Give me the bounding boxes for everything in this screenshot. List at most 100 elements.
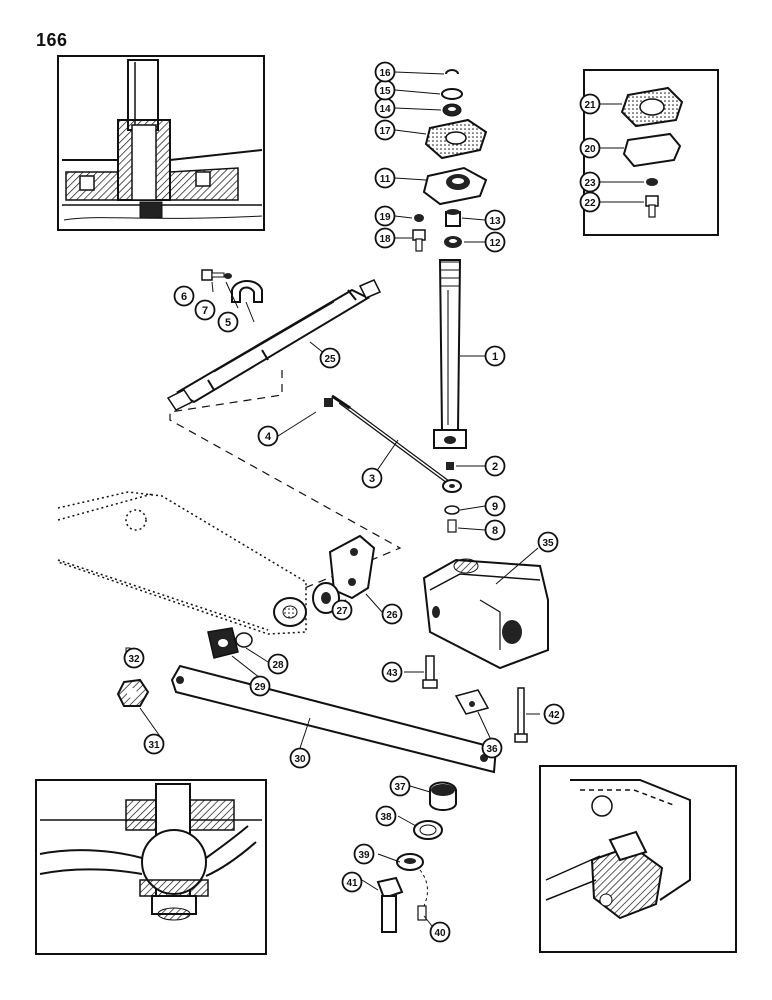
callout-label: 8 [492,525,498,537]
callout-label: 7 [202,305,208,317]
callout-15: 15 [374,79,396,101]
callout-circle [353,843,375,865]
bolts-and-plate [422,655,528,743]
callout-label: 30 [294,754,306,765]
callout-label: 19 [379,212,391,223]
callout-31: 31 [143,733,165,755]
callout-circle [257,425,279,447]
cross-shaft-25 [166,269,382,411]
callout-17: 17 [374,119,396,141]
callout-22: 22 [579,191,601,213]
callout-label: 32 [128,654,140,665]
leader-lines [127,71,644,927]
callout-circle [375,805,397,827]
callout-circle [484,519,506,541]
callout-circle [579,191,601,213]
callout-5: 5 [217,311,239,333]
callout-label: 38 [380,812,392,823]
callout-42: 42 [543,703,565,725]
callout-13: 13 [484,209,506,231]
callout-label: 42 [548,710,560,721]
callout-23: 23 [579,171,601,193]
callout-label: 41 [346,878,358,889]
callout-16: 16 [374,61,396,83]
callout-label: 16 [379,68,391,79]
callout-label: 15 [379,86,391,97]
callout-label: 31 [148,740,160,751]
callout-label: 4 [265,431,272,443]
callout-circle [194,299,216,321]
link-plates [207,534,376,659]
callout-4: 4 [257,425,279,447]
callout-circle [389,775,411,797]
callout-2: 2 [484,455,506,477]
callout-43: 43 [381,661,403,683]
callout-28: 28 [267,653,289,675]
callout-26: 26 [381,603,403,625]
callout-label: 11 [380,174,391,185]
callout-circle [543,703,565,725]
callout-circle [484,345,506,367]
callout-label: 3 [369,473,375,485]
callout-circle [484,231,506,253]
callout-circle [484,209,506,231]
steering-bracket-35 [422,558,549,670]
callout-25: 25 [319,347,341,369]
callout-circle [484,495,506,517]
clamp-5 [231,280,263,303]
inset-kingpin-top [57,55,265,231]
callout-label: 22 [584,198,596,209]
callout-label: 27 [336,606,348,617]
callout-circle [537,531,559,553]
callout-circle [579,137,601,159]
callout-label: 43 [386,668,398,679]
callout-circle [267,653,289,675]
callout-circle [217,311,239,333]
callout-18: 18 [374,227,396,249]
callout-label: 6 [181,291,187,303]
callout-circle [579,171,601,193]
callout-label: 23 [584,178,596,189]
callout-30: 30 [289,747,311,769]
inset-bracket-mount [539,765,737,953]
callout-circle [374,119,396,141]
callout-circle [481,737,503,759]
callout-29: 29 [249,675,271,697]
callout-circle [381,661,403,683]
callout-label: 25 [324,354,336,365]
callout-circle [429,921,451,943]
callout-19: 19 [374,205,396,227]
callout-circle [374,61,396,83]
callout-circle [381,603,403,625]
callout-label: 5 [225,317,231,329]
callout-label: 20 [584,144,596,155]
callout-9: 9 [484,495,506,517]
kingpin-1 [433,259,467,470]
reference-dashes [169,370,402,591]
callout-label: 39 [358,850,370,861]
callout-21: 21 [579,93,601,115]
callout-39: 39 [353,843,375,865]
callout-circle [374,227,396,249]
inset-ball-socket [35,779,267,955]
callout-38: 38 [375,805,397,827]
callout-label: 28 [272,660,284,671]
callout-label: 36 [486,744,498,755]
callout-circle [374,205,396,227]
callout-circle [319,347,341,369]
axle-beam [57,491,307,635]
callout-label: 35 [542,538,554,549]
callout-36: 36 [481,737,503,759]
callout-37: 37 [389,775,411,797]
callout-20: 20 [579,137,601,159]
callout-label: 2 [492,461,498,473]
upper-parts-stack [412,69,488,252]
callout-label: 14 [379,104,391,115]
lower-parts-stack [376,781,457,933]
cover-plate-20 [622,132,682,168]
callout-circle [484,455,506,477]
callout-circle [249,675,271,697]
callout-circle [123,647,145,669]
callout-circle [289,747,311,769]
